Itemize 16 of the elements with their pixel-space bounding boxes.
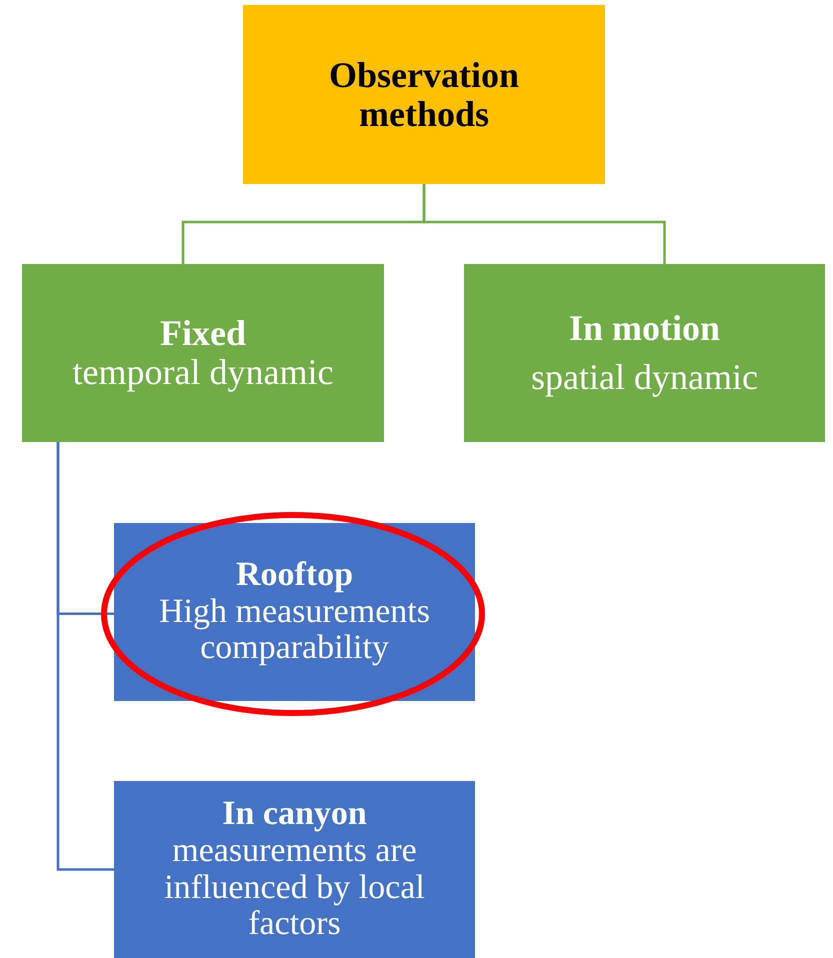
description: spatial dynamic xyxy=(531,358,758,397)
root-box xyxy=(243,5,605,184)
heading: Observation methods xyxy=(328,56,520,134)
category-box xyxy=(464,264,825,442)
category-box xyxy=(22,264,384,442)
heading: Rooftop xyxy=(236,556,354,594)
connector-line xyxy=(422,184,666,264)
heading: In motion xyxy=(568,309,720,348)
heading: Fixed xyxy=(160,314,246,353)
heading: In canyon xyxy=(222,796,367,833)
category-box xyxy=(114,781,475,958)
description: High measurements comparability xyxy=(158,594,431,668)
category-box xyxy=(114,523,475,701)
description: temporal dynamic xyxy=(72,353,334,392)
connector-line xyxy=(56,442,114,871)
description: measurements are influenced by local factors xyxy=(163,832,426,943)
